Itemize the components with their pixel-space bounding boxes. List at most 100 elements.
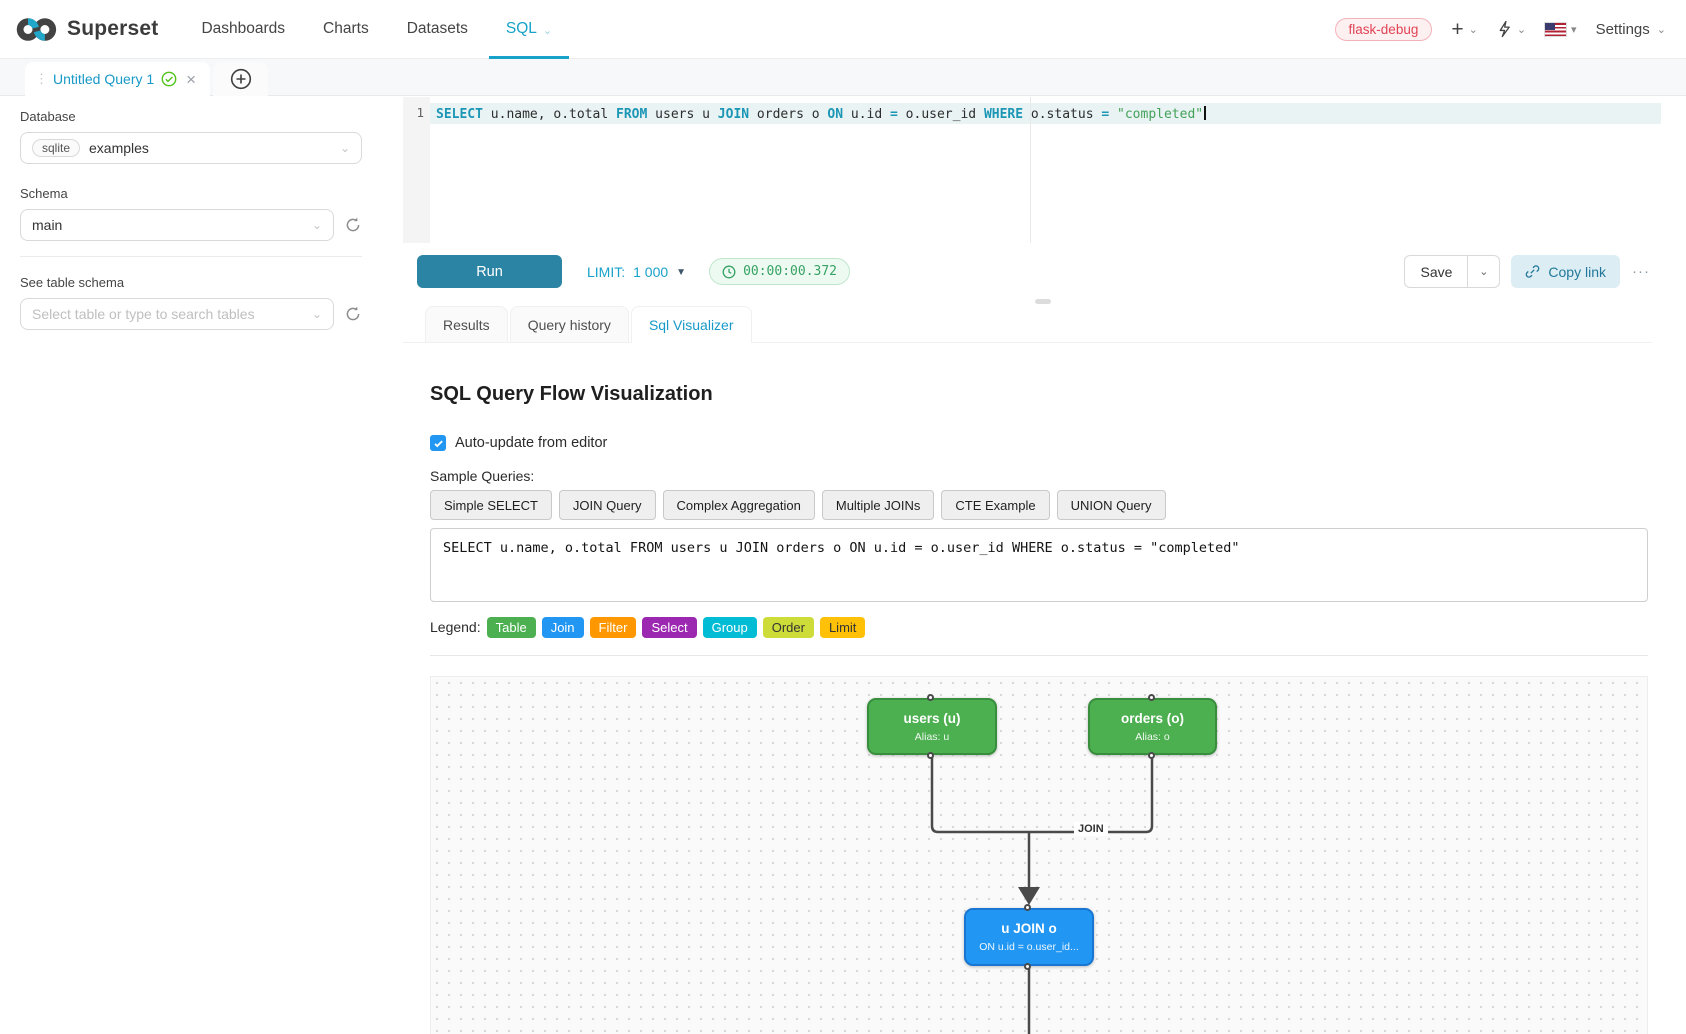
join-edge-label: JOIN: [1074, 822, 1108, 836]
tab-results[interactable]: Results: [425, 306, 508, 343]
sql-editor[interactable]: 1 SELECT u.name, o.total FROM users u JO…: [403, 97, 1666, 243]
connection-handle-bottom[interactable]: [927, 752, 934, 759]
database-engine-badge: sqlite: [32, 139, 81, 157]
run-button[interactable]: Run: [417, 255, 562, 288]
query-input[interactable]: SELECT u.name, o.total FROM users u JOIN…: [430, 528, 1648, 602]
connection-handle-bottom[interactable]: [1147, 752, 1155, 759]
chevron-down-icon: ⌄: [1479, 266, 1489, 278]
sql-token: "completed": [1117, 107, 1204, 122]
flow-node-subtitle: Alias: o: [1135, 731, 1170, 743]
sample-query-join-query[interactable]: JOIN Query: [558, 490, 656, 520]
ellipsis-menu-button[interactable]: ···: [1632, 263, 1650, 280]
caret-down-icon: ▾: [1571, 23, 1577, 36]
flow-node-title: orders (o): [1120, 711, 1184, 726]
timer-value: 00:00:00.372: [743, 264, 837, 279]
add-tab-icon: [230, 68, 251, 90]
plus-icon: +: [1451, 17, 1464, 41]
sidebar-divider: [20, 256, 362, 257]
language-picker[interactable]: ▾: [1544, 21, 1577, 37]
query-timer: 00:00:00.372: [709, 258, 850, 285]
superset-infinity-icon: [16, 17, 57, 41]
legend-chip-table: Table: [486, 616, 536, 638]
navbar-right-cluster: flask-debug + ⌄ ⌄ ▾ Settings ⌄: [1334, 17, 1666, 41]
flag-us-icon: [1544, 21, 1568, 37]
save-button[interactable]: Save: [1420, 263, 1453, 280]
save-options-button[interactable]: ⌄: [1467, 256, 1499, 287]
chevron-down-icon: ⌄: [311, 307, 322, 321]
tab-sql-visualizer[interactable]: Sql Visualizer: [630, 306, 752, 343]
schema-select[interactable]: main ⌄: [20, 209, 334, 241]
query-tab-title: Untitled Query 1: [53, 71, 155, 87]
sql-code-line: SELECT u.name, o.total FROM users u JOIN…: [436, 106, 1207, 123]
sample-query-cte-example[interactable]: CTE Example: [941, 490, 1050, 520]
sql-token: =: [1101, 107, 1110, 122]
save-split-button: Save ⌄: [1404, 255, 1501, 288]
nav-item-charts[interactable]: Charts: [304, 0, 388, 59]
auto-update-checkbox[interactable]: [430, 435, 446, 451]
database-select[interactable]: sqlite examples ⌄: [20, 132, 362, 164]
connection-handle-bottom[interactable]: [1024, 963, 1031, 970]
drag-handle-icon[interactable]: ⋮: [35, 71, 48, 86]
legend-chip-filter: Filter: [589, 616, 637, 638]
caret-down-icon: ▼: [676, 266, 687, 278]
legend-label: Legend:: [430, 619, 481, 635]
settings-menu[interactable]: Settings ⌄: [1596, 21, 1666, 38]
flow-node-orders-o-[interactable]: orders (o) Alias: o: [1088, 694, 1217, 759]
limit-dropdown[interactable]: LIMIT: 1 000 ▼: [587, 264, 686, 280]
connection-handle-top[interactable]: [927, 694, 934, 701]
page-title: SQL Query Flow Visualization: [430, 383, 713, 405]
chevron-down-icon: ⌄: [1656, 23, 1666, 36]
nav-item-datasets[interactable]: Datasets: [388, 0, 487, 59]
chevron-down-icon: ⌄: [339, 141, 350, 155]
flow-edges: [930, 757, 1154, 1034]
sql-token: o.status: [1023, 107, 1102, 122]
refresh-icon[interactable]: [344, 216, 362, 234]
table-schema-label: See table schema: [20, 275, 125, 290]
copy-link-label: Copy link: [1548, 263, 1606, 280]
new-item-button[interactable]: + ⌄: [1451, 19, 1477, 40]
sample-query-simple-select[interactable]: Simple SELECT: [430, 490, 552, 520]
table-select[interactable]: Select table or type to search tables ⌄: [20, 298, 334, 330]
nav-item-sql[interactable]: SQL⌄: [487, 0, 571, 59]
limit-label: LIMIT:: [587, 263, 626, 280]
editor-active-line: [430, 103, 1661, 124]
auto-update-toggle[interactable]: Auto-update from editor: [430, 433, 1666, 453]
query-search-button[interactable]: ⌄: [1497, 20, 1526, 38]
database-value: examples: [89, 140, 149, 156]
superset-logo[interactable]: Superset: [16, 16, 158, 43]
sample-query-union-query[interactable]: UNION Query: [1056, 490, 1166, 520]
editor-print-margin: [1030, 97, 1031, 243]
south-pane-drag-handle[interactable]: [1035, 299, 1051, 304]
flow-diagram-canvas[interactable]: JOIN users (u)Alias: u orders (o) Alias: o…: [430, 676, 1648, 1034]
environment-badge: flask-debug: [1334, 17, 1433, 41]
nav-item-dashboards[interactable]: Dashboards: [182, 0, 304, 59]
sql-token: JOIN: [717, 107, 750, 122]
sample-query-complex-aggregation[interactable]: Complex Aggregation: [662, 490, 815, 520]
legend-chip-limit: Limit: [819, 616, 866, 638]
close-icon[interactable]: ×: [186, 69, 197, 89]
connection-handle-top[interactable]: [1147, 694, 1155, 701]
flow-node-subtitle: Alias: u: [914, 731, 950, 743]
chevron-down-icon: ⌄: [1516, 23, 1527, 36]
text-cursor: [1204, 106, 1207, 120]
lightning-icon: [1499, 20, 1510, 38]
query-tab-untitled[interactable]: ⋮ Untitled Query 1 ×: [25, 62, 210, 96]
check-circle-icon: [161, 71, 177, 87]
connection-handle-top[interactable]: [1024, 904, 1031, 911]
sample-query-multiple-joins[interactable]: Multiple JOINs: [821, 490, 935, 520]
flow-node-users-u-[interactable]: users (u)Alias: u: [867, 694, 997, 759]
tab-query-history[interactable]: Query history: [509, 306, 629, 343]
copy-link-button[interactable]: Copy link: [1511, 255, 1620, 288]
flow-node-title: u JOIN o: [1001, 921, 1057, 936]
sql-token: users u: [647, 107, 718, 122]
add-tab-button[interactable]: [213, 62, 268, 96]
divider: [430, 655, 1648, 656]
sql-token: [1109, 107, 1117, 122]
refresh-icon[interactable]: [344, 305, 362, 323]
